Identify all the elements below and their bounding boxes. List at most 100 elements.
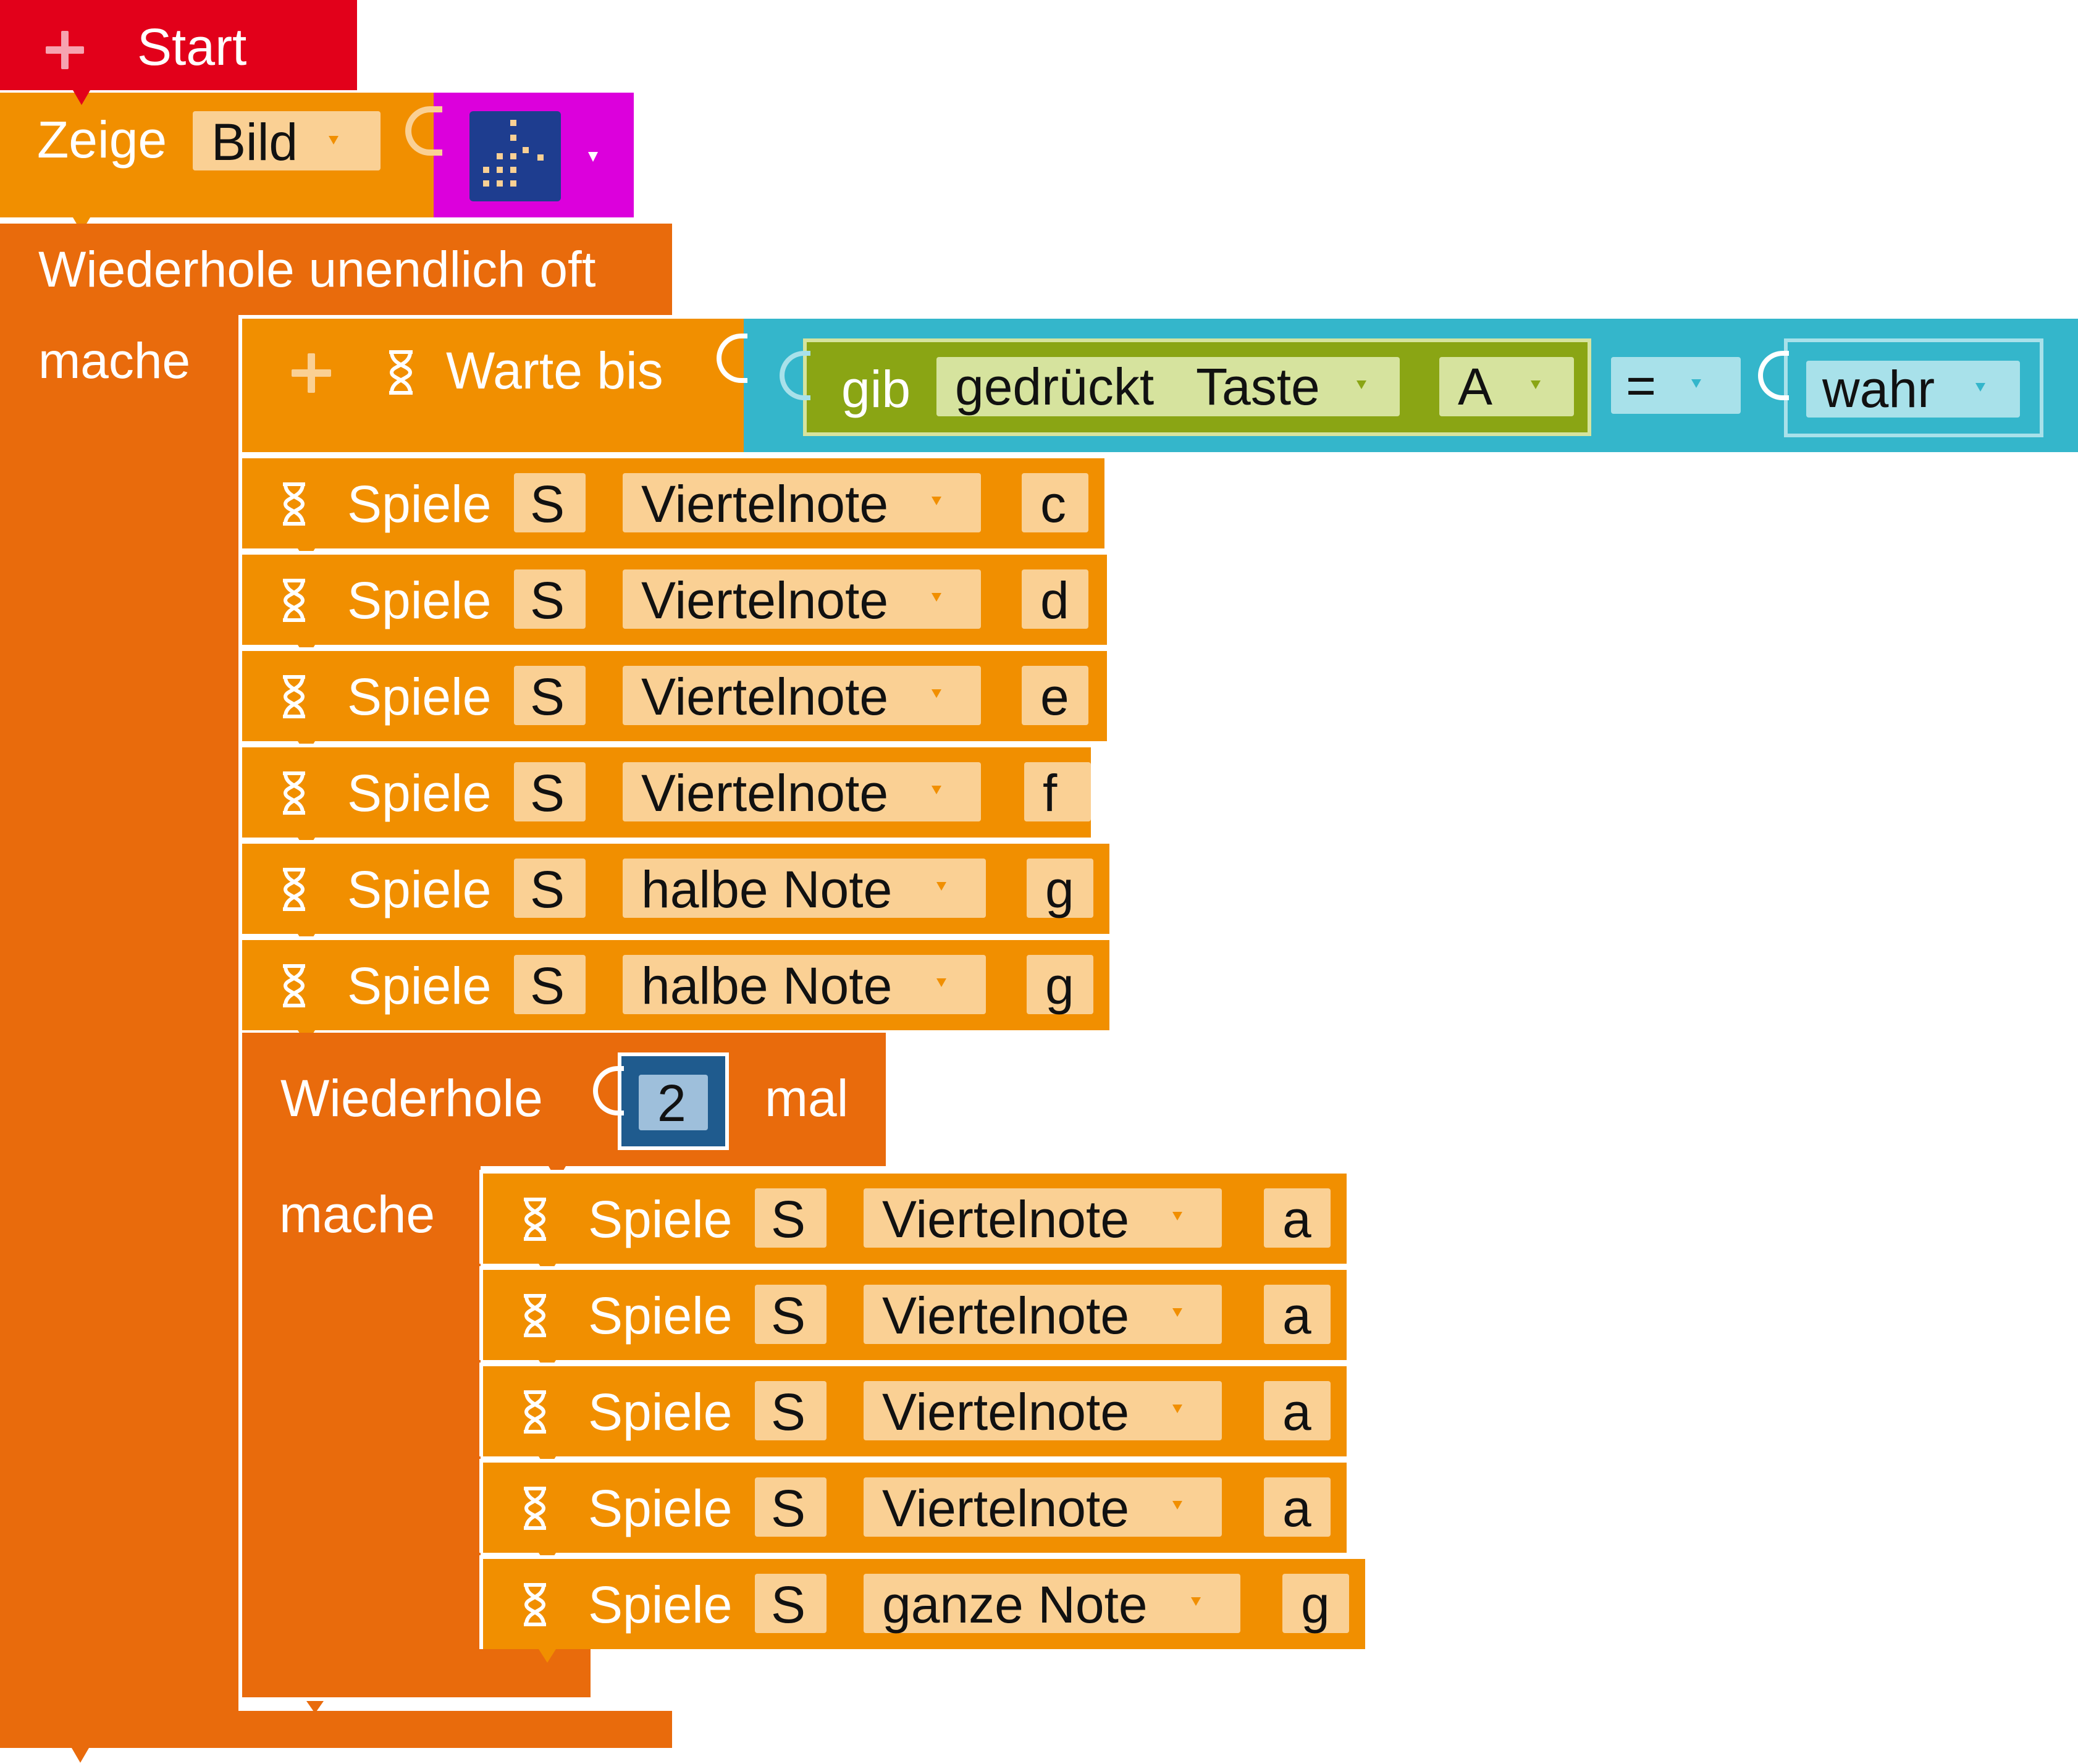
note-field[interactable]: g	[1027, 859, 1093, 918]
play-label: Spiele	[588, 1383, 733, 1441]
operator-value: =	[1626, 356, 1657, 414]
repeat-count-block[interactable]: 2	[618, 1052, 729, 1150]
wait-until-block[interactable]: Warte bis	[238, 315, 744, 452]
hourglass-icon	[524, 1294, 546, 1337]
boolean-dropdown[interactable]: wahr	[1806, 361, 2020, 418]
forever-loop-arm	[0, 315, 238, 1711]
play-note-block[interactable]: Spiele S Viertelnote a	[479, 1266, 1347, 1360]
chevron-down-icon[interactable]	[588, 152, 598, 162]
duration-value: Viertelnote	[641, 668, 889, 726]
compare-block[interactable]: gib gedrückt Taste A = wahr	[744, 319, 2078, 452]
speaker-field[interactable]: S	[514, 762, 586, 821]
chevron-down-icon	[1357, 380, 1366, 389]
speaker-field[interactable]: S	[755, 1285, 827, 1344]
play-label: Spiele	[347, 957, 492, 1015]
repeat-do-label: mache	[279, 1185, 435, 1243]
button-state-block[interactable]: gib gedrückt Taste A	[803, 338, 1591, 436]
speaker-field[interactable]: S	[514, 859, 586, 918]
boolean-value-block[interactable]: wahr	[1784, 338, 2043, 437]
duration-dropdown[interactable]: Viertelnote	[864, 1381, 1222, 1440]
start-block[interactable]: Start	[0, 0, 357, 90]
speaker-value: S	[530, 860, 565, 918]
duration-dropdown[interactable]: ganze Note	[864, 1574, 1240, 1633]
duration-value: Viertelnote	[882, 1479, 1130, 1537]
speaker-field[interactable]: S	[755, 1188, 827, 1248]
forever-loop-block[interactable]: Wiederhole unendlich oft	[0, 224, 672, 315]
show-mode-dropdown[interactable]: Bild	[193, 111, 381, 170]
duration-dropdown[interactable]: halbe Note	[623, 955, 986, 1014]
duration-dropdown[interactable]: Viertelnote	[864, 1285, 1222, 1344]
duration-dropdown[interactable]: halbe Note	[623, 859, 986, 918]
plus-icon[interactable]	[46, 31, 84, 69]
chevron-down-icon	[932, 497, 941, 505]
speaker-value: S	[771, 1576, 806, 1634]
operator-dropdown[interactable]: =	[1611, 357, 1741, 414]
duration-value: Viertelnote	[641, 571, 889, 629]
duration-dropdown[interactable]: Viertelnote	[864, 1477, 1222, 1537]
speaker-field[interactable]: S	[755, 1574, 827, 1633]
speaker-field[interactable]: S	[514, 666, 586, 725]
note-field[interactable]: g	[1282, 1574, 1349, 1633]
speaker-value: S	[530, 571, 565, 629]
note-value: d	[1040, 571, 1069, 629]
play-note-block[interactable]: Spiele S Viertelnote a	[479, 1363, 1347, 1456]
repeat-block[interactable]: Wiederhole 2 mal	[238, 1033, 886, 1166]
speaker-field[interactable]: S	[755, 1477, 827, 1537]
forever-label: Wiederhole unendlich oft	[38, 242, 596, 298]
duration-dropdown[interactable]: Viertelnote	[623, 762, 981, 821]
image-picker[interactable]	[430, 93, 634, 217]
play-label: Spiele	[347, 571, 492, 629]
note-field[interactable]: a	[1264, 1188, 1331, 1248]
note-field[interactable]: e	[1022, 666, 1088, 725]
note-value: a	[1282, 1190, 1311, 1248]
repeat-loop-arm	[238, 1166, 481, 1636]
play-label: Spiele	[588, 1287, 733, 1345]
play-note-block[interactable]: Spiele S Viertelnote d	[238, 551, 1107, 645]
show-image-block[interactable]: Zeige Bild	[0, 93, 430, 217]
duration-dropdown[interactable]: Viertelnote	[623, 666, 981, 725]
wait-label: Warte bis	[446, 342, 663, 400]
duration-dropdown[interactable]: Viertelnote	[623, 569, 981, 629]
speaker-value: S	[771, 1383, 806, 1441]
chevron-down-icon	[936, 978, 946, 987]
chevron-down-icon	[1975, 383, 1985, 392]
chevron-down-icon	[932, 689, 941, 698]
duration-dropdown[interactable]: Viertelnote	[864, 1188, 1222, 1248]
note-field[interactable]: c	[1022, 473, 1088, 532]
speaker-field[interactable]: S	[755, 1381, 827, 1440]
plus-icon[interactable]	[292, 353, 331, 393]
note-field[interactable]: a	[1264, 1381, 1331, 1440]
puzzle-tab	[1758, 351, 1789, 400]
note-field[interactable]: g	[1027, 955, 1093, 1014]
play-label: Spiele	[588, 1576, 733, 1634]
button-dropdown[interactable]: A	[1439, 357, 1574, 416]
hourglass-icon	[524, 1487, 546, 1530]
speaker-field[interactable]: S	[514, 569, 586, 629]
note-value: a	[1282, 1287, 1311, 1345]
speaker-field[interactable]: S	[514, 473, 586, 532]
show-mode-value: Bild	[211, 113, 298, 171]
note-field[interactable]: a	[1264, 1285, 1331, 1344]
button-state-dropdown[interactable]: gedrückt Taste	[936, 357, 1400, 416]
note-field[interactable]: d	[1022, 569, 1088, 629]
duration-dropdown[interactable]: Viertelnote	[623, 473, 981, 532]
note-value: a	[1282, 1479, 1311, 1537]
speaker-field[interactable]: S	[514, 955, 586, 1014]
note-field[interactable]: f	[1024, 762, 1091, 821]
note-field[interactable]: a	[1264, 1477, 1331, 1537]
hourglass-icon	[283, 771, 305, 815]
duration-value: Viertelnote	[882, 1287, 1130, 1345]
repeat-count-input[interactable]: 2	[639, 1075, 708, 1130]
repeat-count-value: 2	[657, 1074, 686, 1132]
note-value: c	[1040, 475, 1066, 533]
key-label: Taste	[1196, 358, 1320, 416]
